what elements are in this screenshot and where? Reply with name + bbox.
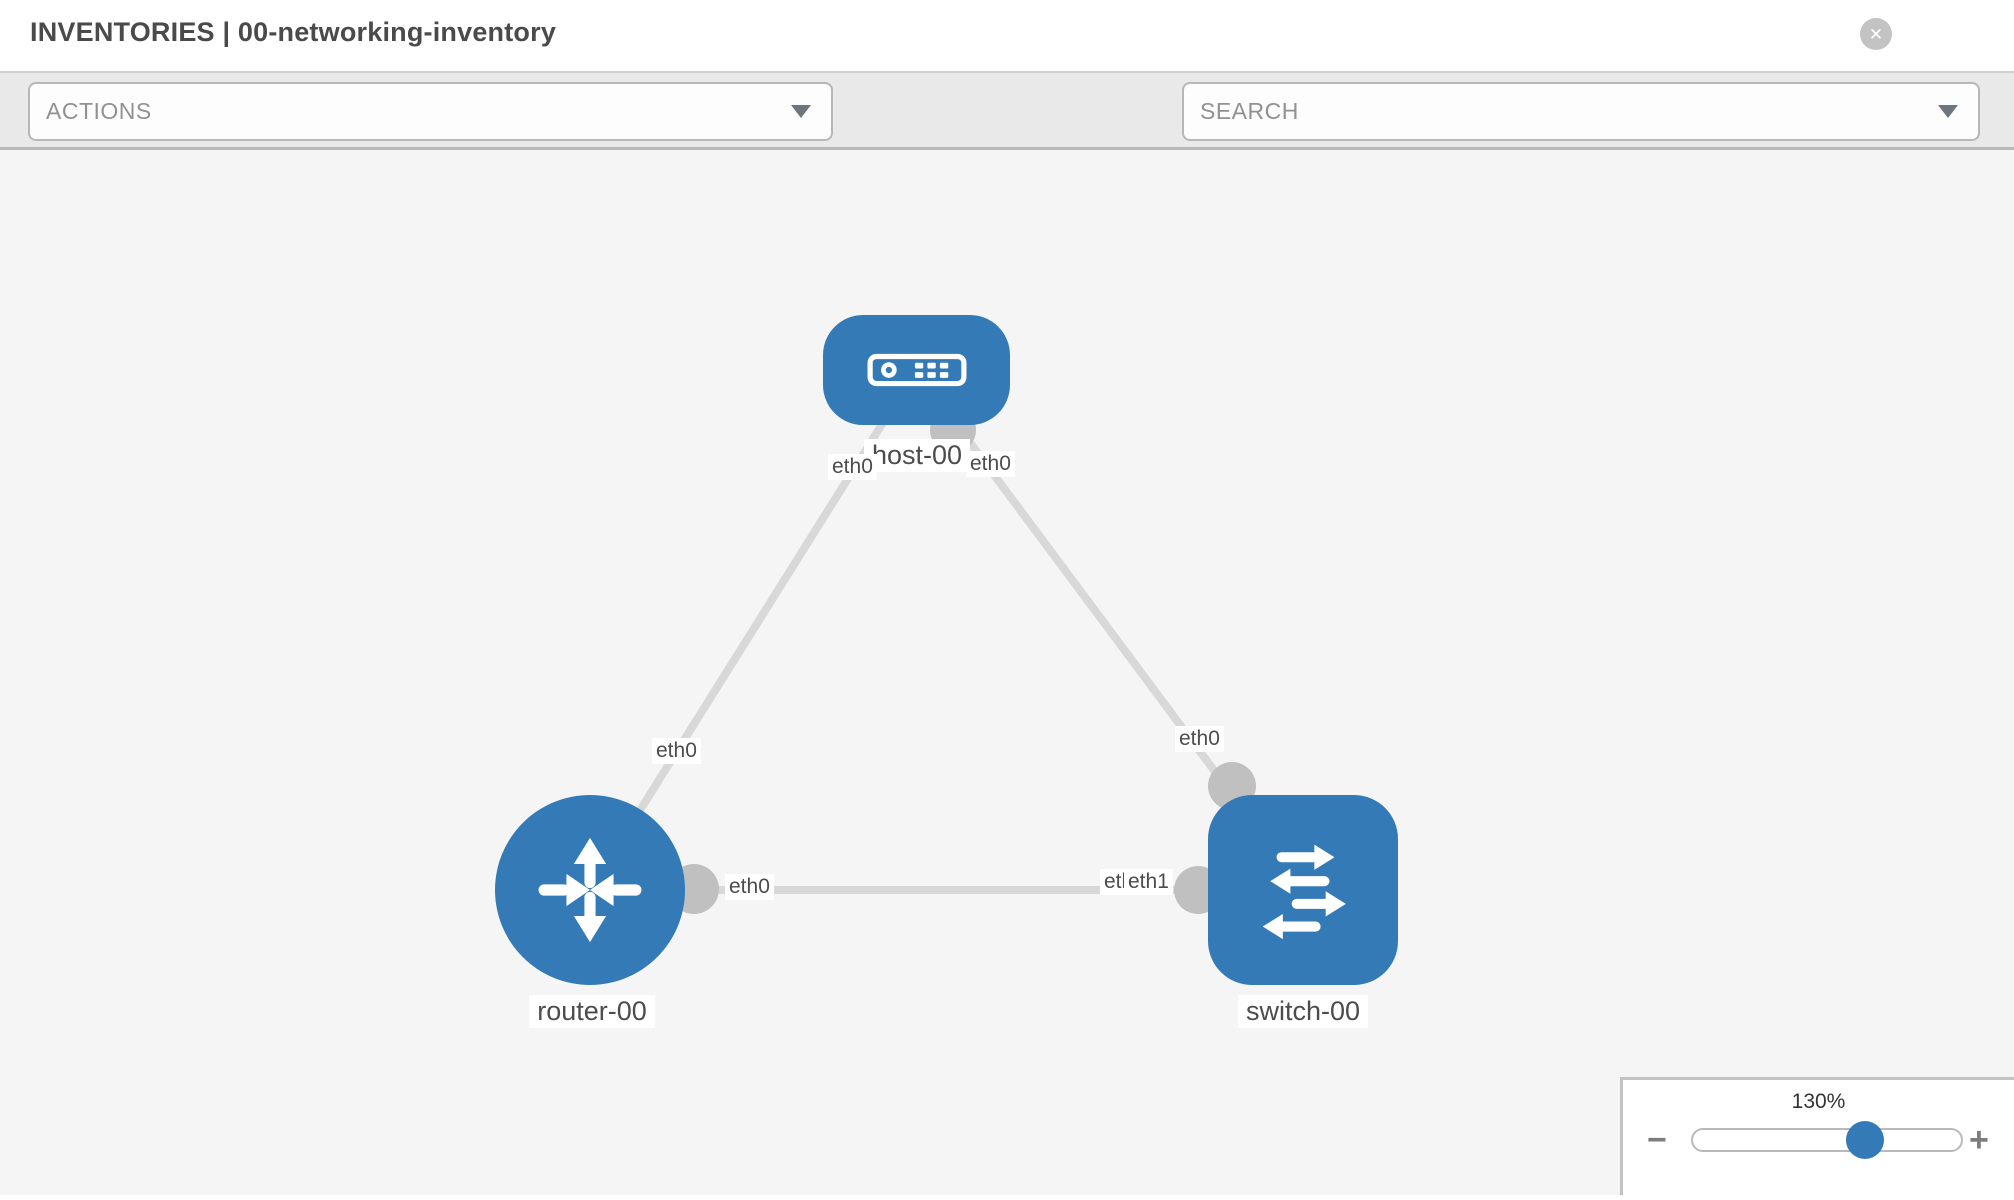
- zoom-panel: 130% − +: [1620, 1077, 2014, 1195]
- interface-label-eth0: eth0: [1175, 726, 1224, 752]
- node-label-host-00: host-00: [863, 439, 971, 472]
- node-label-switch-00: switch-00: [1237, 995, 1369, 1028]
- node-label-router-00: router-00: [529, 995, 655, 1028]
- interface-label-eth0: eth0: [828, 454, 877, 480]
- page-title: INVENTORIES | 00-networking-inventory: [30, 17, 557, 47]
- zoom-level: 130%: [1791, 1090, 1846, 1113]
- actions-dropdown[interactable]: ACTIONS: [28, 82, 833, 141]
- close-button[interactable]: ✕: [1860, 18, 1892, 50]
- zoom-in-button[interactable]: +: [1969, 1121, 1989, 1159]
- zoom-out-button[interactable]: −: [1647, 1121, 1667, 1159]
- interface-label-eth1: eth1: [1124, 869, 1173, 895]
- node-switch-00[interactable]: [1208, 795, 1398, 985]
- header: INVENTORIES | 00-networking-inventory ✕: [0, 0, 2014, 73]
- chevron-down-icon: [791, 105, 811, 118]
- node-router-00[interactable]: [495, 795, 685, 985]
- topology-canvas[interactable]: host-00 router-00 switch-00 eth0 eth0 et…: [0, 150, 2014, 1195]
- interface-label-eth0: eth0: [725, 874, 774, 900]
- zoom-slider-thumb[interactable]: [1845, 1121, 1884, 1159]
- host-icon: [867, 353, 966, 387]
- switch-icon: [1262, 844, 1346, 940]
- node-host-00[interactable]: [823, 315, 1010, 425]
- toolbar: ACTIONS SEARCH: [0, 73, 2014, 209]
- router-icon: [538, 837, 642, 943]
- search-dropdown[interactable]: SEARCH: [1182, 82, 1980, 141]
- chevron-down-icon: [1938, 105, 1958, 118]
- close-icon: ✕: [1868, 24, 1884, 44]
- search-placeholder: SEARCH: [1200, 98, 1299, 124]
- interface-label-eth0: eth0: [652, 738, 701, 764]
- interface-label-eth0: eth0: [966, 451, 1015, 477]
- zoom-slider[interactable]: [1691, 1121, 1963, 1159]
- actions-dropdown-label: ACTIONS: [46, 98, 152, 124]
- topology-links-layer: [586, 367, 1307, 914]
